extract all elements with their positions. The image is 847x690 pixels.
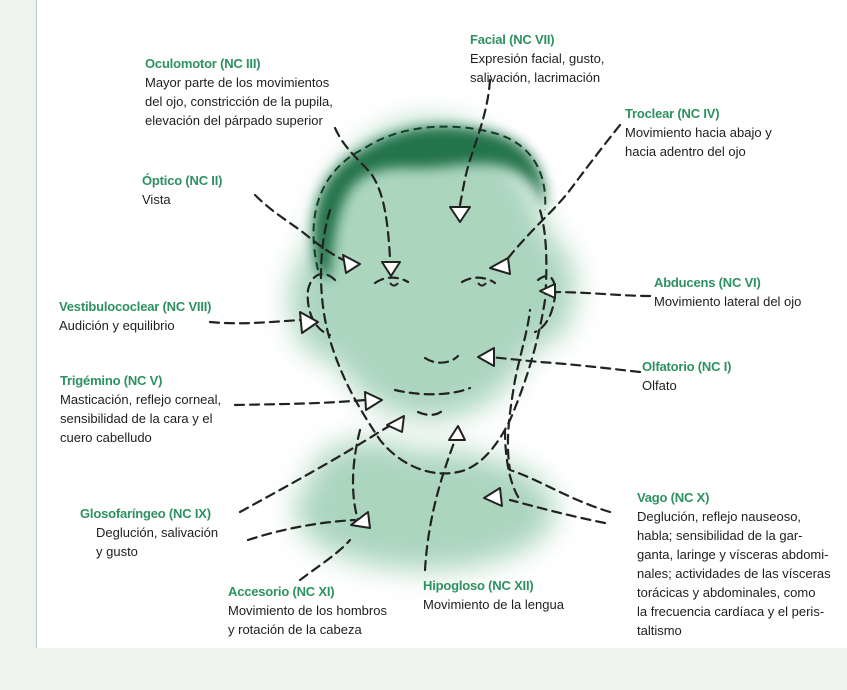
- label-vestibulococlear-title: Vestibulococlear (NC VIII): [59, 297, 211, 316]
- label-glosofaringeo-title: Glosofaríngeo (NC IX): [80, 504, 218, 523]
- label-optico-title: Óptico (NC II): [142, 171, 222, 190]
- label-troclear: Troclear (NC IV) Movimiento hacia abajo …: [625, 104, 772, 161]
- label-accesorio-desc: Movimiento de los hombros y rotación de …: [228, 601, 387, 639]
- label-abducens-title: Abducens (NC VI): [654, 273, 801, 292]
- label-olfatorio-title: Olfatorio (NC I): [642, 357, 731, 376]
- label-olfatorio: Olfatorio (NC I) Olfato: [642, 357, 731, 395]
- label-oculomotor-desc: Mayor parte de los movimientos del ojo, …: [145, 73, 333, 130]
- label-facial-title: Facial (NC VII): [470, 30, 604, 49]
- label-oculomotor: Oculomotor (NC III) Mayor parte de los m…: [145, 54, 333, 130]
- label-optico: Óptico (NC II) Vista: [142, 171, 222, 209]
- label-abducens: Abducens (NC VI) Movimiento lateral del …: [654, 273, 801, 311]
- label-glosofaringeo: Glosofaríngeo (NC IX) Deglución, salivac…: [80, 504, 218, 561]
- label-vestibulococlear: Vestibulococlear (NC VIII) Audición y eq…: [59, 297, 211, 335]
- label-abducens-desc: Movimiento lateral del ojo: [654, 292, 801, 311]
- label-optico-desc: Vista: [142, 190, 222, 209]
- label-vago: Vago (NC X) Deglución, reflejo nauseoso,…: [637, 488, 831, 640]
- label-troclear-title: Troclear (NC IV): [625, 104, 772, 123]
- label-glosofaringeo-desc: Deglución, salivación y gusto: [80, 523, 218, 561]
- label-trigemino: Trigémino (NC V) Masticación, reflejo co…: [60, 371, 221, 447]
- label-vago-desc: Deglución, reflejo nauseoso, habla; sens…: [637, 507, 831, 640]
- label-oculomotor-title: Oculomotor (NC III): [145, 54, 333, 73]
- label-trigemino-desc: Masticación, reflejo corneal, sensibilid…: [60, 390, 221, 447]
- label-facial: Facial (NC VII) Expresión facial, gusto,…: [470, 30, 604, 87]
- label-hipogloso: Hipogloso (NC XII) Movimiento de la leng…: [423, 576, 564, 614]
- label-accesorio-title: Accesorio (NC XI): [228, 582, 387, 601]
- label-vago-title: Vago (NC X): [637, 488, 831, 507]
- label-trigemino-title: Trigémino (NC V): [60, 371, 221, 390]
- label-facial-desc: Expresión facial, gusto, salivación, lac…: [470, 49, 604, 87]
- label-vestibulococlear-desc: Audición y equilibrio: [59, 316, 211, 335]
- label-accesorio: Accesorio (NC XI) Movimiento de los homb…: [228, 582, 387, 639]
- label-hipogloso-title: Hipogloso (NC XII): [423, 576, 564, 595]
- label-hipogloso-desc: Movimiento de la lengua: [423, 595, 564, 614]
- label-troclear-desc: Movimiento hacia abajo y hacia adentro d…: [625, 123, 772, 161]
- label-olfatorio-desc: Olfato: [642, 376, 731, 395]
